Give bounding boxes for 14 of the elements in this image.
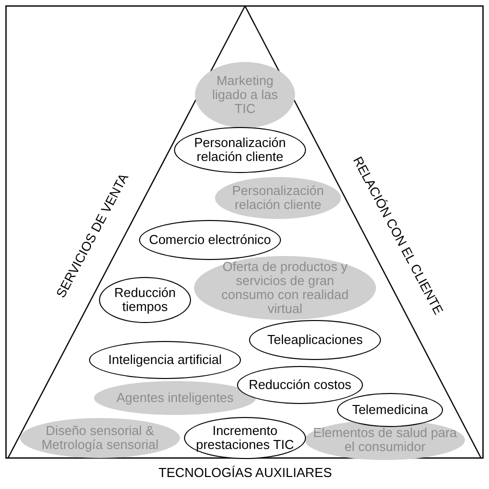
outlined-oval: Comercio electrónico — [139, 220, 281, 260]
outlined-oval: Reducción costos — [237, 366, 363, 404]
shaded-oval: Marketing ligado a las TIC — [195, 62, 295, 128]
shaded-oval: Diseño sensorial & Metrología sensorial — [20, 418, 180, 458]
shaded-oval: Oferta de productos y servicios de gran consumo con realidad virtual — [194, 256, 376, 320]
base-label: TECNOLOGÍAS AUXILIARES — [158, 464, 332, 480]
outlined-oval: Inteligencia artificial — [89, 341, 241, 379]
shaded-oval: Elementos de salud para el consumidor — [305, 420, 465, 460]
outlined-oval: Teleaplicaciones — [249, 320, 381, 360]
outlined-oval: Incremento prestaciones TIC — [184, 417, 306, 459]
shaded-oval: Personalización relación cliente — [215, 177, 341, 219]
outlined-oval: Personalización relación cliente — [174, 127, 306, 173]
outlined-oval: Reducción tiempos — [99, 277, 191, 323]
outlined-oval: Telemedicina — [337, 393, 443, 427]
